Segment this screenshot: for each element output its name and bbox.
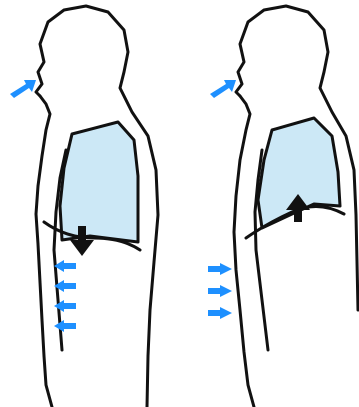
air-flow-arrow-icon <box>210 80 236 98</box>
body-front-outline-inhale <box>36 96 52 407</box>
air-flow-arrow-icon <box>10 80 36 98</box>
abdomen-arrow-icon <box>54 320 76 332</box>
body-front-outline-exhale <box>234 96 254 407</box>
abdomen-arrow-icon <box>208 307 232 319</box>
panel-inhale <box>10 6 158 407</box>
panel-exhale <box>208 6 358 407</box>
lung-inhale <box>60 122 138 242</box>
abdomen-arrow-icon <box>54 260 76 272</box>
abdomen-arrow-icon <box>208 263 232 275</box>
abdomen-arrow-icon <box>208 285 232 297</box>
